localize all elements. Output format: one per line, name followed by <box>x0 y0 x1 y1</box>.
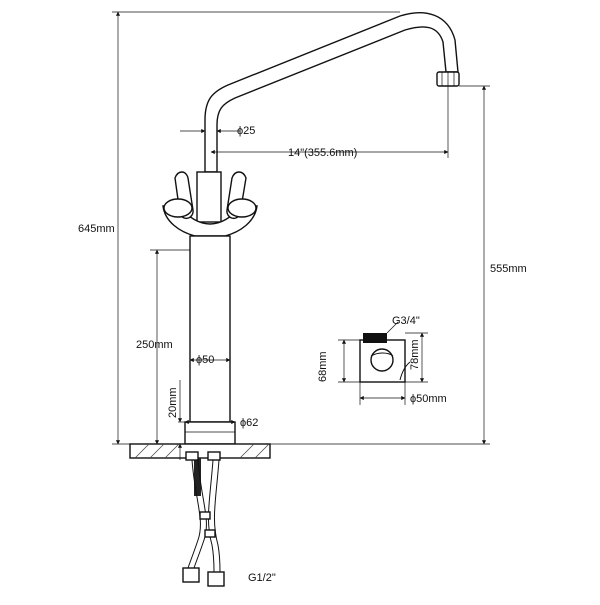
label-body-diameter: ϕ50 <box>196 354 214 366</box>
hose-left <box>187 459 201 569</box>
dimension-lines <box>112 11 490 460</box>
label-hose-thread: G1/2" <box>248 572 276 584</box>
label-spout-diameter: ϕ25 <box>237 125 255 137</box>
faucet-outline <box>129 12 460 587</box>
main-column <box>189 235 231 423</box>
label-inset-height-78: 78mm <box>409 339 421 370</box>
hose-nut-right <box>207 571 225 587</box>
mounting-stud <box>194 458 201 496</box>
label-spout-reach: 14"(355.6mm) <box>288 147 357 159</box>
label-body-height: 250mm <box>136 339 173 351</box>
valve-block <box>196 171 222 223</box>
label-spout-height: 555mm <box>490 263 527 275</box>
label-base-height: 20mm <box>167 387 179 418</box>
label-inset-height-68: 68mm <box>317 351 329 382</box>
base-ring <box>184 421 236 445</box>
inset-detail <box>338 321 428 405</box>
label-total-height: 645mm <box>78 223 115 235</box>
label-inset-diameter: ϕ50mm <box>410 393 447 405</box>
label-inset-thread: G3/4" <box>392 315 420 327</box>
inset-outlet <box>370 348 394 372</box>
label-base-diameter: ϕ62 <box>240 417 258 429</box>
hose-nut-left <box>182 567 200 583</box>
dimension-labels: 645mm ϕ25 14"(355.6mm) 555mm 250mm ϕ50 2… <box>78 125 527 584</box>
counter-top <box>129 443 271 459</box>
hose-right <box>207 459 215 573</box>
inset-thread-block <box>363 333 387 343</box>
